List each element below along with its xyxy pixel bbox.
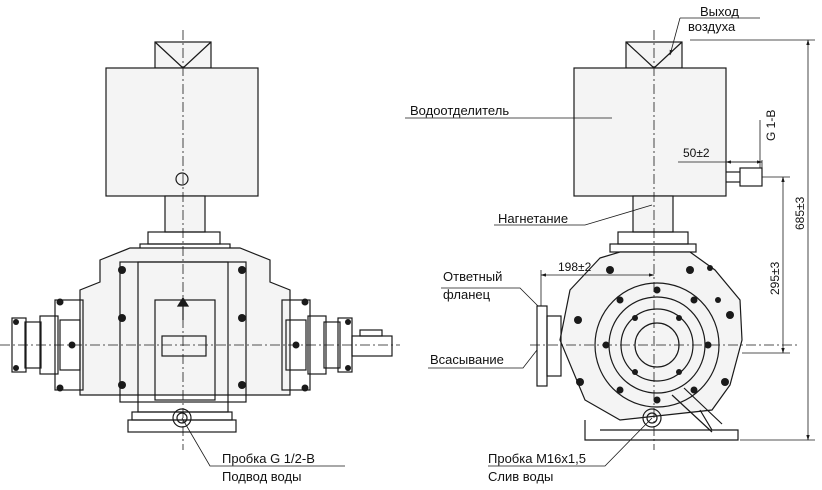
label-plug-left-2: Подвод воды <box>222 469 302 484</box>
label-discharge: Нагнетание <box>498 211 569 226</box>
label-plug-left-1: Пробка G 1/2-B <box>222 451 315 466</box>
dim-50: 50±2 <box>683 146 710 160</box>
separator-port-front <box>175 172 189 186</box>
front-view <box>11 41 393 433</box>
dim-g1b: G 1-B <box>764 109 778 141</box>
label-suction: Всасывание <box>430 352 504 367</box>
leader-lines <box>181 17 760 467</box>
separator-tank-front <box>105 67 259 197</box>
label-return-flange-1: Ответный <box>443 269 503 284</box>
label-air-outlet-2: воздуха <box>688 19 736 34</box>
label-air-outlet-1: Выход <box>700 4 739 19</box>
suction-flange <box>536 305 548 387</box>
water-inlet-plug <box>172 408 192 428</box>
dim-685: 685±3 <box>793 196 807 230</box>
g1b-port <box>739 167 763 187</box>
label-plug-right-1: Пробка M16x1,5 <box>488 451 586 466</box>
label-plug-right-2: Слив воды <box>488 469 554 484</box>
label-return-flange-2: фланец <box>443 287 491 302</box>
drain-plug <box>642 408 662 428</box>
label-water-separator: Водоотделитель <box>410 103 510 118</box>
dim-198: 198±2 <box>558 260 592 274</box>
dim-295: 295±3 <box>768 261 782 295</box>
dimension-lines <box>540 39 815 441</box>
separator-tank-side <box>573 67 727 197</box>
side-view <box>536 41 763 441</box>
